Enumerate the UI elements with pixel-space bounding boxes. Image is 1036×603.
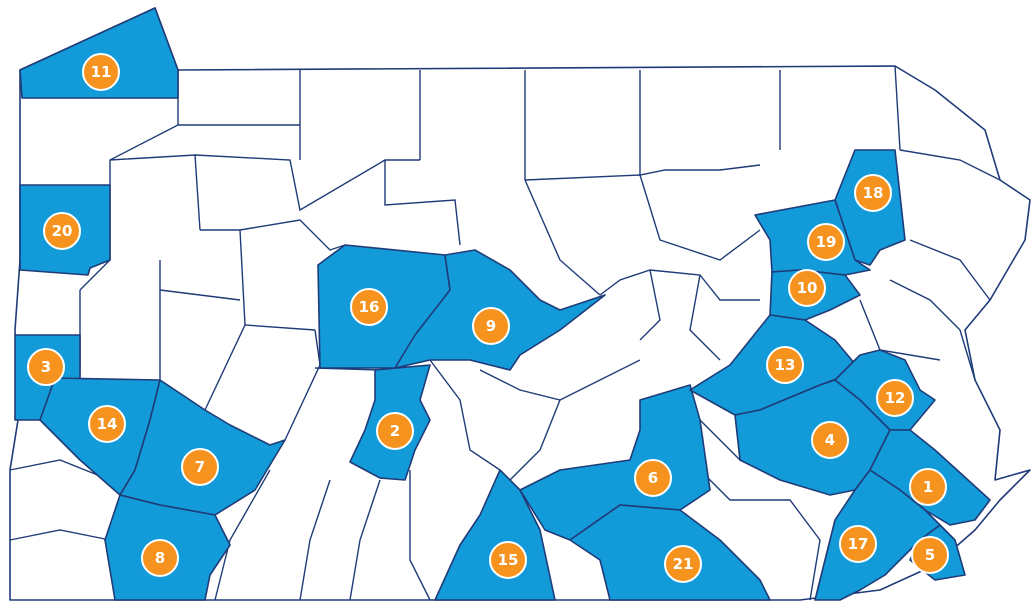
county-7	[119, 379, 286, 516]
region-marker-15: 15	[489, 541, 527, 579]
region-marker-21: 21	[664, 545, 702, 583]
region-marker-20: 20	[43, 212, 81, 250]
region-marker-11: 11	[82, 53, 120, 91]
region-marker-16: 16	[350, 288, 388, 326]
region-marker-4: 4	[811, 421, 849, 459]
county-17	[814, 469, 941, 601]
region-marker-12: 12	[876, 379, 914, 417]
region-marker-10: 10	[788, 269, 826, 307]
region-marker-3: 3	[27, 348, 65, 386]
region-marker-6: 6	[634, 459, 672, 497]
region-marker-19: 19	[807, 223, 845, 261]
region-marker-17: 17	[839, 525, 877, 563]
region-marker-7: 7	[181, 448, 219, 486]
region-marker-5: 5	[911, 536, 949, 574]
region-marker-2: 2	[376, 412, 414, 450]
region-marker-18: 18	[854, 174, 892, 212]
region-marker-1: 1	[909, 468, 947, 506]
region-marker-9: 9	[472, 307, 510, 345]
region-marker-14: 14	[88, 405, 126, 443]
region-marker-13: 13	[766, 346, 804, 384]
region-marker-8: 8	[141, 539, 179, 577]
